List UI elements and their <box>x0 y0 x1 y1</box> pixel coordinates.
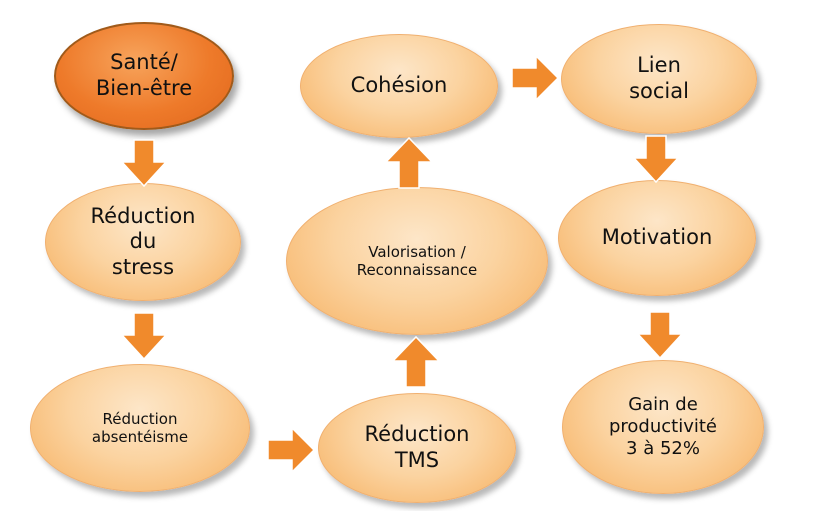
arrow-cohesion-to-lien <box>511 54 560 102</box>
node-cohesion: Cohésion <box>300 34 498 138</box>
arrow-down-icon <box>120 139 168 188</box>
arrow-lien-to-motivation <box>632 135 680 184</box>
arrow-right-icon <box>267 426 316 474</box>
arrow-absenteisme-to-tms <box>267 426 316 474</box>
arrow-up-icon <box>384 136 434 189</box>
node-reduction-tms-label: Réduction TMS <box>364 422 470 472</box>
node-gain-productivite: Gain de productivité 3 à 52% <box>562 360 764 494</box>
node-valorisation-reconnaissance-label: Valorisation / Reconnaissance <box>356 242 478 279</box>
arrow-right-icon <box>511 54 560 102</box>
node-lien-social: Lien social <box>561 24 757 134</box>
node-sante-bien-etre-label: Santé/ Bien-être <box>95 50 193 100</box>
node-reduction-tms: Réduction TMS <box>318 393 516 503</box>
node-sante-bien-etre: Santé/ Bien-être <box>54 22 234 130</box>
arrow-down-icon <box>636 311 684 360</box>
node-cohesion-label: Cohésion <box>350 73 448 98</box>
node-motivation: Motivation <box>558 180 756 296</box>
node-motivation-label: Motivation <box>601 225 713 250</box>
node-gain-productivite-label: Gain de productivité 3 à 52% <box>608 394 718 459</box>
arrow-motivation-to-gain <box>636 311 684 360</box>
node-reduction-absenteisme: Réduction absentéisme <box>30 364 250 492</box>
node-reduction-stress-label: Réduction du stress <box>90 203 196 279</box>
arrow-down-icon <box>632 135 680 184</box>
arrow-up-icon <box>391 335 441 388</box>
arrow-stress-to-absenteisme <box>120 312 168 361</box>
node-lien-social-label: Lien social <box>629 53 689 103</box>
arrow-down-icon <box>120 312 168 361</box>
node-reduction-stress: Réduction du stress <box>45 183 241 301</box>
arrow-valorisation-to-cohesion <box>384 136 434 189</box>
arrow-sante-to-stress <box>120 139 168 188</box>
arrow-tms-to-valorisation <box>391 335 441 388</box>
node-reduction-absenteisme-label: Réduction absentéisme <box>91 409 189 446</box>
node-valorisation-reconnaissance: Valorisation / Reconnaissance <box>286 187 548 335</box>
